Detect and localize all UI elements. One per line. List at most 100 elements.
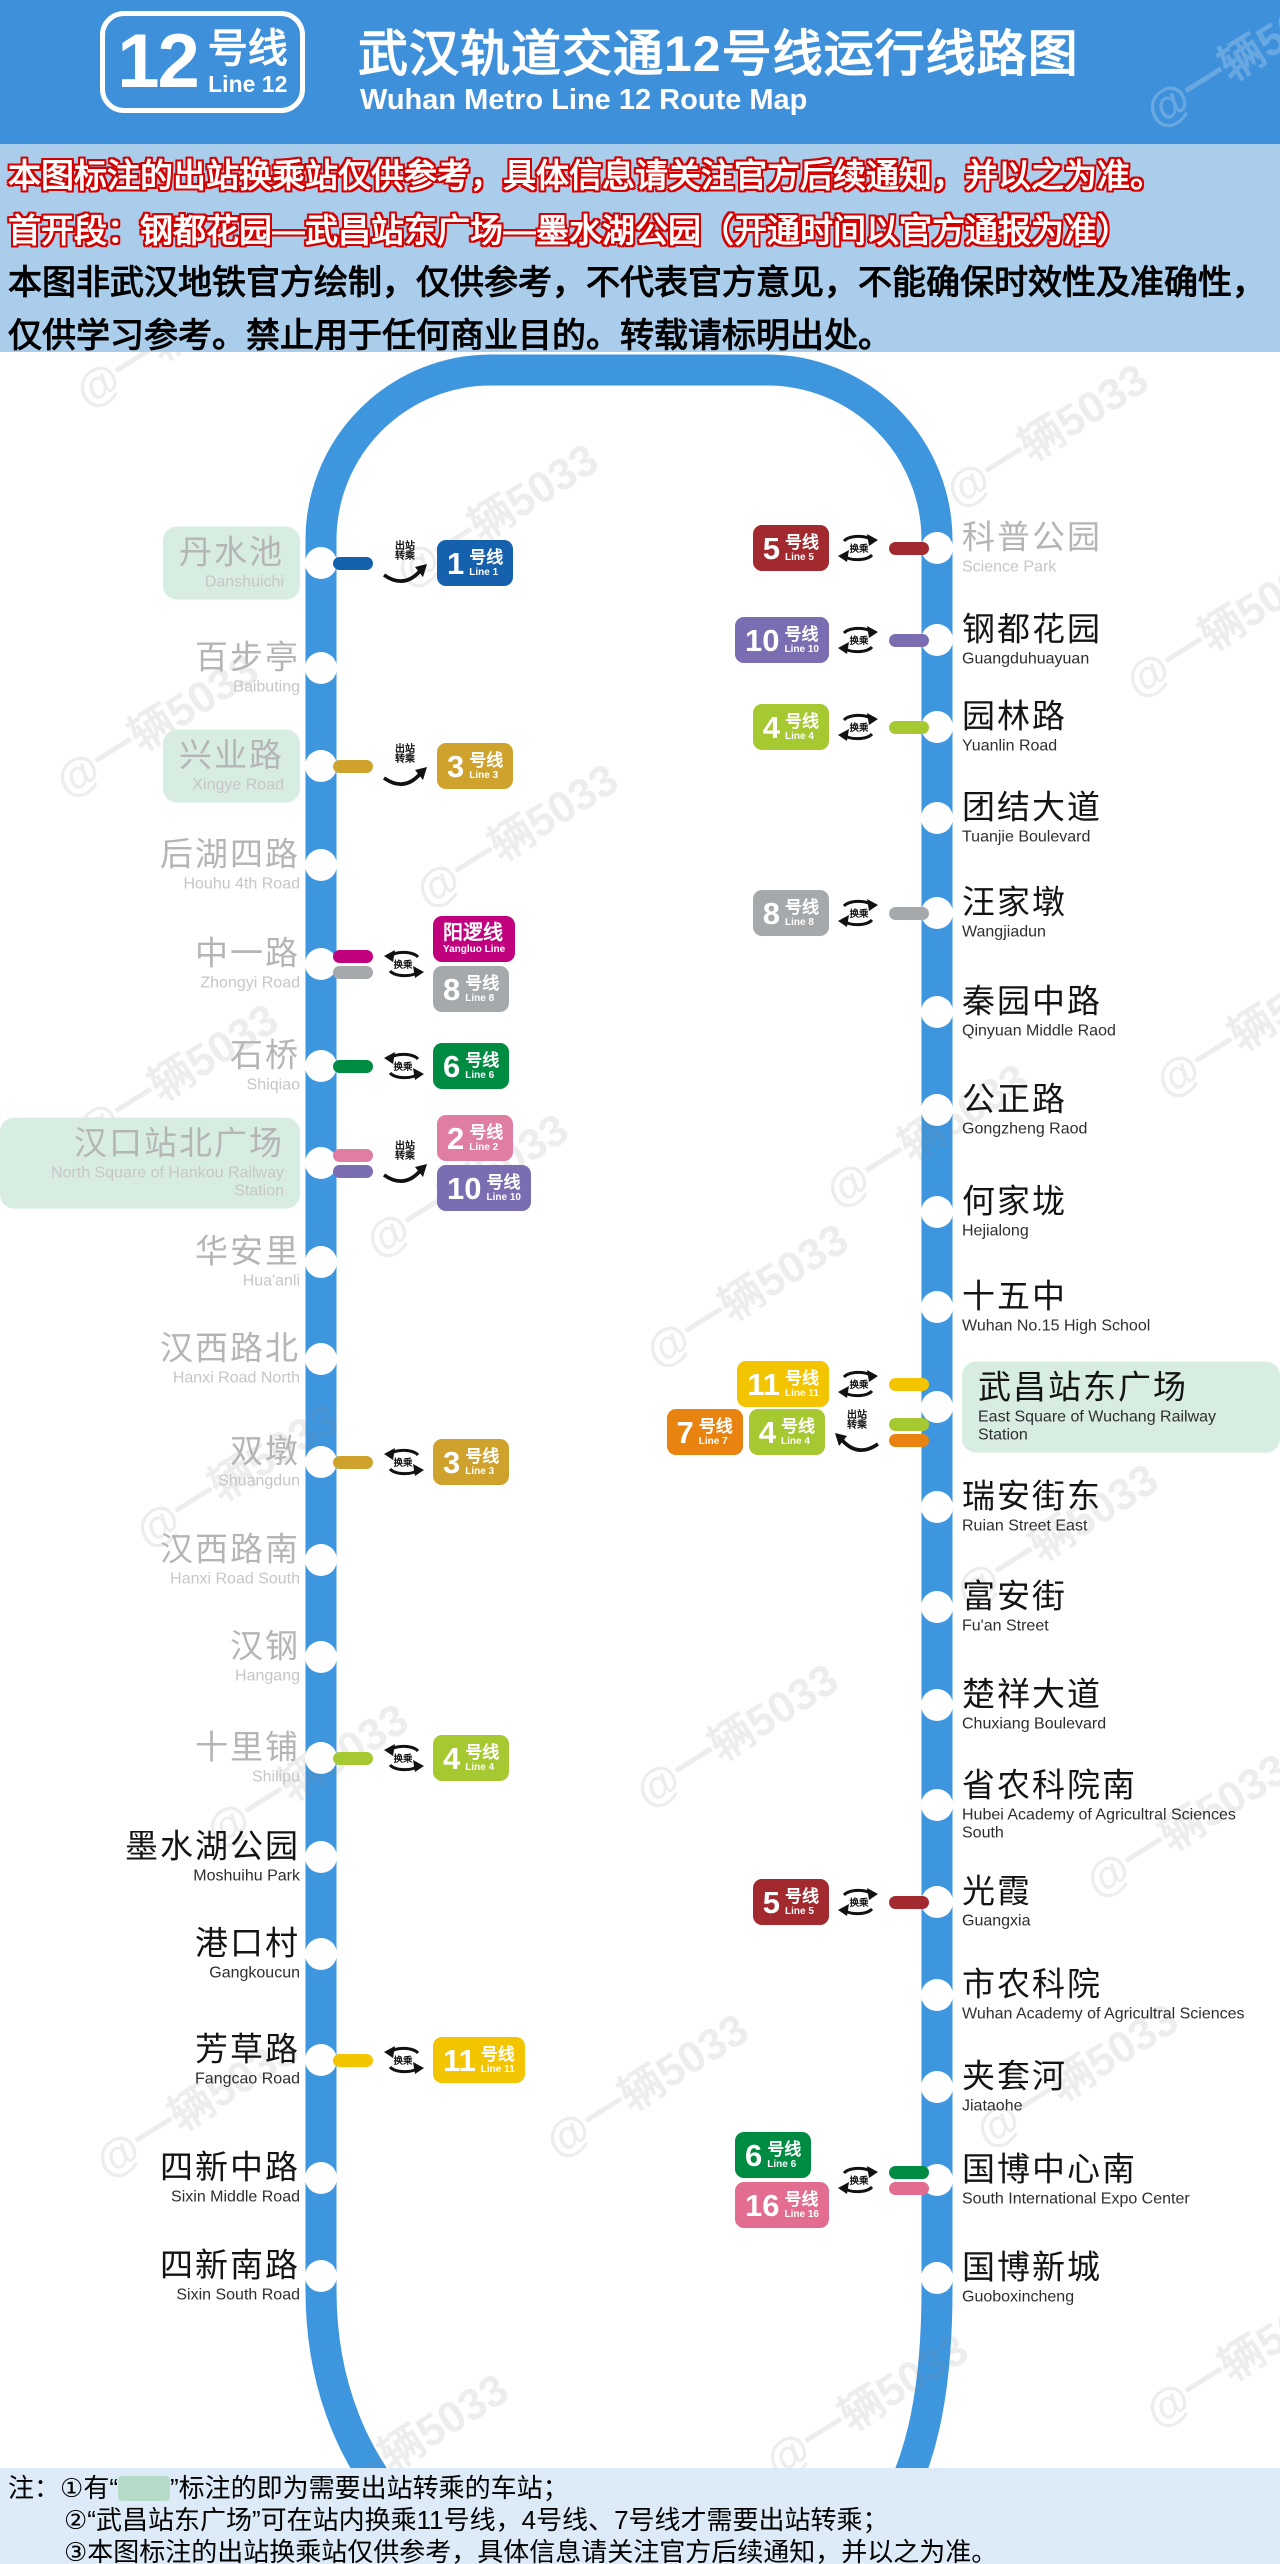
line-badge-english: Line 3: [469, 769, 499, 781]
station-name-en: South International Expo Center: [962, 2190, 1190, 2208]
station-name-cn: 园林路: [962, 697, 1067, 735]
line-badge-number: 4: [443, 1740, 461, 1776]
station-name-cn: 十五中: [962, 1277, 1067, 1315]
station-name-en: Shilipu: [251, 1768, 300, 1786]
station-dot: [305, 2044, 337, 2076]
station-name-en: Hangang: [235, 1667, 300, 1685]
transfer-stubs: [889, 2165, 929, 2195]
line-badge-english: Line 10: [486, 1191, 521, 1203]
line-badge-suffix: 号线: [469, 547, 504, 567]
in-station-transfer-icon: 换乘: [380, 1742, 426, 1774]
station-name-cn: 瑞安街东: [962, 1477, 1102, 1515]
transfer-stub: [889, 720, 929, 734]
station-dot: [305, 1641, 337, 1673]
notice-red-2: 首开段：钢都花园—武昌站东广场—墨水湖公园（开通时间以官方通报为准）: [8, 212, 1130, 250]
station-name-cn: 公正路: [962, 1080, 1067, 1118]
transfer-icon-label: 出站: [847, 1409, 867, 1421]
station-name-cn: 十里铺: [195, 1728, 300, 1766]
station-label: 楚祥大道 Chuxiang Boulevard: [962, 1675, 1107, 1734]
footnote-prefix: 注：: [8, 2473, 61, 2503]
station-name-en: Xingye Road: [192, 776, 284, 794]
line-badge-suffix: 号线: [469, 1122, 504, 1142]
station-name-en: Tuanjie Boulevard: [962, 828, 1091, 846]
station-dot: [305, 547, 337, 579]
line-badge-suffix: 号线: [785, 1886, 819, 1906]
transfer-icon-label: 换乘: [849, 1380, 869, 1391]
station-name-cn: 四新中路: [160, 2148, 300, 2186]
station-name-cn: 楚祥大道: [962, 1675, 1102, 1713]
station-dot: [921, 1689, 953, 1721]
station-name-en: Chuxiang Boulevard: [962, 1715, 1107, 1733]
station-name-cn: 汪家墩: [962, 883, 1067, 921]
transfer-stub: [333, 556, 373, 570]
station-name-cn: 中一路: [195, 934, 300, 972]
line-badge-suffix: 号线: [785, 897, 819, 917]
line-badge-suffix: 号线: [784, 624, 819, 644]
in-station-transfer-icon: 换乘: [380, 1050, 426, 1082]
transfer-stub: [889, 906, 929, 920]
line-badge-english: Line 10: [784, 643, 819, 655]
line-badge-english: Line 4: [465, 1761, 495, 1773]
highlight-swatch: [117, 2476, 170, 2501]
station-name-cn: 墨水湖公园: [125, 1827, 300, 1865]
station-name-cn: 芳草路: [195, 2030, 300, 2068]
in-station-transfer-icon: 换乘: [836, 1886, 882, 1918]
transfer-stubs: [889, 633, 929, 647]
line-badge-suffix: 号线: [469, 750, 504, 770]
line-badge-english: Line 6: [767, 2158, 797, 2170]
station-label: 十里铺 Shilipu: [195, 1728, 300, 1787]
station-name-cn: 百步亭: [195, 638, 300, 676]
station-dot: [305, 1544, 337, 1576]
line-badge-number: 4: [762, 709, 780, 745]
station-name-en: Ruian Street East: [962, 1517, 1088, 1535]
transfer-stub: [333, 1148, 373, 1162]
exit-station-transfer-icon: 出站转乘: [832, 1409, 882, 1454]
station-name-cn: 省农科院南: [962, 1766, 1137, 1804]
logo-number: 12: [117, 19, 200, 104]
transfer-stub: [889, 541, 929, 555]
line-badge-number: 10: [745, 622, 780, 658]
station-name-en: Guangduhuayuan: [962, 650, 1090, 668]
line-badge-suffix: 号线: [465, 1742, 500, 1762]
line-badge-english: Line 4: [785, 730, 814, 742]
station-dot: [305, 2260, 337, 2292]
transfer-stub: [333, 1164, 373, 1178]
station-name-cn: 团结大道: [962, 788, 1102, 826]
transfer-stub: [889, 633, 929, 647]
station-dot: [305, 1050, 337, 1082]
line-badge-suffix: 号线: [785, 1368, 819, 1388]
station-name-en: Guoboxincheng: [962, 2288, 1075, 2306]
line-badge-suffix: 号线: [465, 1050, 500, 1070]
transfer-stub: [333, 1059, 373, 1073]
transfer-stub: [889, 2165, 929, 2179]
station-dot: [921, 1591, 953, 1623]
station-dot: [921, 2262, 953, 2294]
